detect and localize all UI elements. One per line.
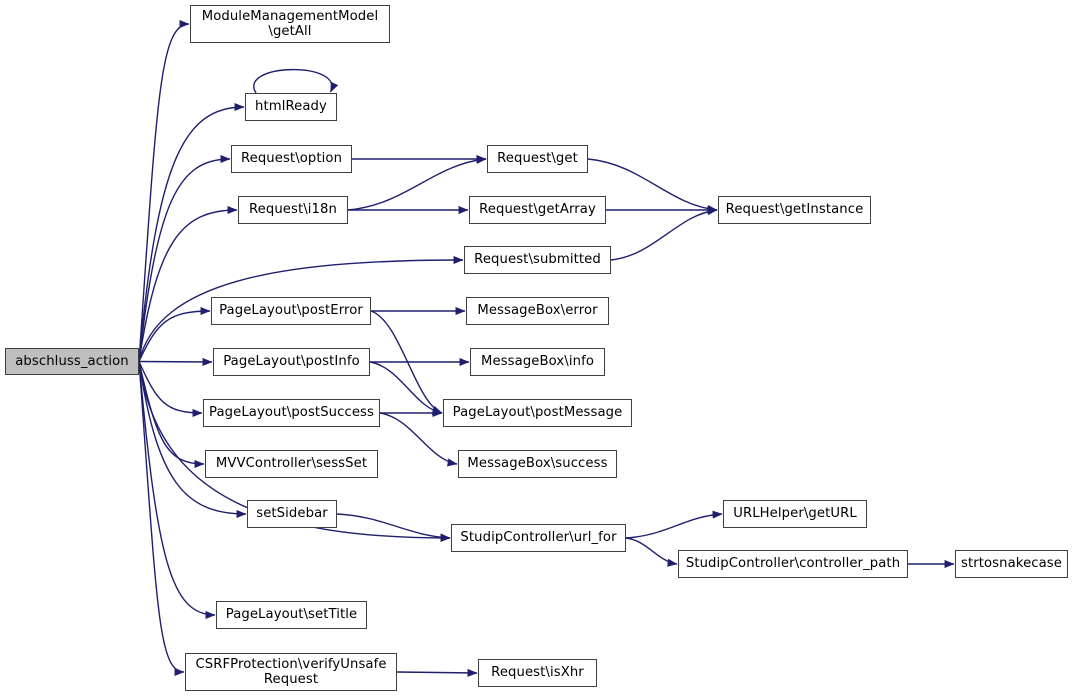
graph-edge-abschluss_action-to-setsidebar [138, 361, 247, 519]
node-label: strtosnakecase [960, 556, 1062, 572]
graph-edge-abschluss_action-to-modulemgmt_getall [138, 19, 190, 362]
node-label: StudipController\controller_path [685, 556, 901, 572]
graph-node-urlhelper_geturl[interactable]: URLHelper\getURL [723, 500, 867, 528]
node-label: MessageBox\success [467, 456, 608, 472]
node-label: PageLayout\postMessage [452, 405, 623, 421]
graph-node-sc_controller_path[interactable]: StudipController\controller_path [678, 550, 908, 578]
graph-edge-sc_url_for-to-sc_controller_path [625, 537, 678, 567]
graph-edge-pl_postinfo-to-pl_postmessage [369, 361, 443, 416]
graph-edge-csrf_verify-to-request_isxhr [396, 668, 478, 677]
graph-edge-request_i18n-to-request_get [347, 155, 487, 211]
graph-edge-pl_posterror-to-pl_postmessage [370, 310, 443, 414]
graph-node-request_getinstance[interactable]: Request\getInstance [718, 196, 871, 224]
node-label: URLHelper\getURL [733, 506, 857, 522]
node-label: PageLayout\setTitle [225, 607, 358, 623]
graph-node-request_isxhr[interactable]: Request\isXhr [478, 659, 597, 687]
node-label: Request\submitted [474, 252, 601, 268]
node-label: Request\i18n [248, 202, 337, 218]
graph-node-mb_info[interactable]: MessageBox\info [470, 348, 605, 376]
node-label: Request\getArray [479, 202, 596, 218]
graph-node-pl_postmessage[interactable]: PageLayout\postMessage [443, 399, 632, 427]
node-label: PageLayout\postError [219, 303, 363, 319]
graph-node-htmlready[interactable]: htmlReady [245, 93, 337, 121]
node-label: abschluss_action [15, 353, 129, 369]
graph-node-pl_postinfo[interactable]: PageLayout\postInfo [213, 348, 370, 376]
node-label: Request\option [240, 151, 343, 167]
node-label: CSRFProtection\verifyUnsafe Request [195, 656, 387, 687]
node-label: Request\isXhr [491, 665, 584, 681]
graph-node-pl_posterror[interactable]: PageLayout\postError [211, 297, 371, 325]
node-label: PageLayout\postSuccess [209, 405, 374, 421]
graph-edge-setsidebar-to-sc_url_for [336, 513, 451, 542]
graph-edge-request_get-to-request_getinstance [587, 158, 718, 214]
graph-node-mvv_sessset[interactable]: MVVController\sessSet [205, 450, 378, 478]
node-label: setSidebar [256, 506, 328, 522]
graph-node-request_getarray[interactable]: Request\getArray [469, 196, 606, 224]
graph-node-pl_settitle[interactable]: PageLayout\setTitle [216, 601, 367, 629]
graph-node-mb_error[interactable]: MessageBox\error [466, 297, 609, 325]
graph-node-request_option[interactable]: Request\option [231, 145, 352, 173]
graph-node-pl_postsuccess[interactable]: PageLayout\postSuccess [203, 399, 380, 427]
graph-node-request_get[interactable]: Request\get [487, 145, 588, 173]
graph-edge-abschluss_action-to-mvv_sessset [138, 361, 205, 469]
node-label: MVVController\sessSet [215, 456, 368, 472]
graph-edge-abschluss_action-to-request_option [138, 154, 231, 362]
node-label: MessageBox\error [477, 303, 598, 319]
node-label: ModuleManagementModel \getAll [201, 8, 379, 39]
graph-edge-abschluss_action-to-pl_postinfo [138, 357, 213, 366]
graph-edge-request_submitted-to-request_getinstance [610, 207, 718, 261]
graph-edge-abschluss_action-to-csrf_verify [138, 361, 185, 677]
graph-node-abschluss_action[interactable]: abschluss_action [5, 348, 139, 375]
graph-edge-abschluss_action-to-request_i18n [138, 205, 238, 362]
graph-edge-abschluss_action-to-pl_postsuccess [138, 361, 203, 418]
node-label: Request\get [497, 151, 578, 167]
graph-node-sc_url_for[interactable]: StudipController\url_for [451, 524, 626, 552]
node-label: htmlReady [255, 99, 327, 115]
node-label: MessageBox\info [481, 354, 594, 370]
graph-node-request_submitted[interactable]: Request\submitted [464, 246, 611, 274]
graph-node-modulemgmt_getall[interactable]: ModuleManagementModel \getAll [190, 5, 390, 43]
graph-node-strtosnakecase[interactable]: strtosnakecase [955, 550, 1068, 578]
node-label: PageLayout\postInfo [223, 354, 360, 370]
graph-edge-htmlready-to-htmlready [253, 68, 339, 94]
graph-edge-sc_url_for-to-urlhelper_geturl [625, 510, 723, 539]
graph-node-csrf_verify[interactable]: CSRFProtection\verifyUnsafe Request [185, 653, 397, 691]
graph-node-request_i18n[interactable]: Request\i18n [238, 196, 348, 224]
graph-node-mb_success[interactable]: MessageBox\success [458, 450, 617, 478]
graph-edge-abschluss_action-to-pl_posterror [138, 306, 211, 362]
node-label: StudipController\url_for [460, 530, 617, 546]
graph-node-setsidebar[interactable]: setSidebar [247, 500, 337, 528]
node-label: Request\getInstance [725, 202, 864, 218]
